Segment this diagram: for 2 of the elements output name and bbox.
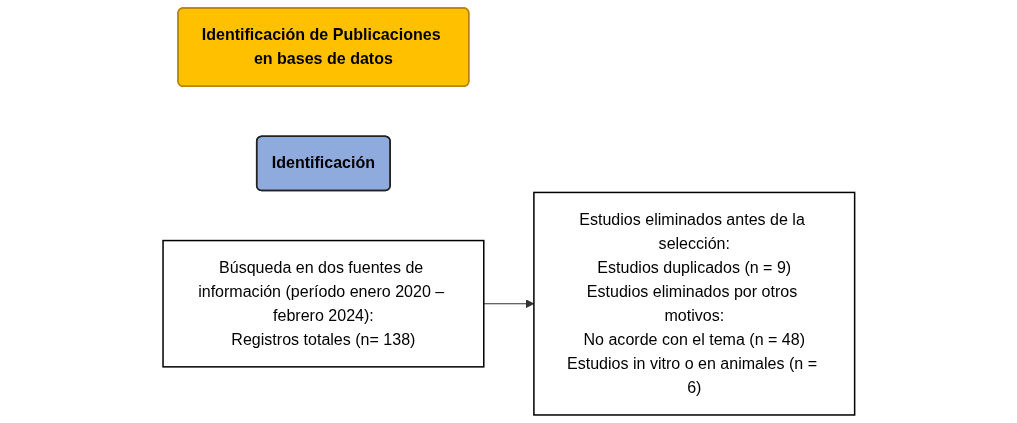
node-box: Estudios eliminados antes de la selección: Estudios duplicados (n = 9) Estudios eliminados por otros motivos: No acorde con el tema (n = 48) Estudios in vitro o en animales (n = 6)	[532, 191, 856, 416]
node-box: Búsqueda en dos fuentes de información (período enero 2020 – febrero 2024): Registros totales (n= 138)	[161, 239, 485, 368]
